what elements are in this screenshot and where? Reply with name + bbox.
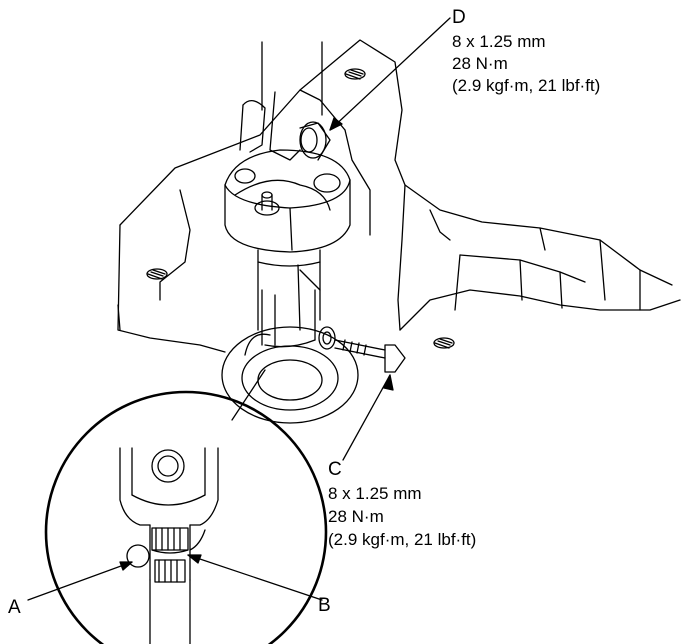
callout-d-torque: 28 N·m (452, 54, 508, 73)
upper-steering-shaft (239, 41, 323, 161)
callout-b-letter: B (318, 595, 331, 616)
bolt-c (318, 326, 406, 373)
detail-leaders (27, 554, 323, 601)
callout-c-letter: C (328, 459, 342, 480)
callout-d-letter: D (452, 7, 466, 28)
firewall-boot (221, 326, 359, 424)
zoom-leader-line (231, 369, 266, 421)
callout-d-alt-torque: (2.9 kgf·m, 21 lbf·ft) (452, 76, 601, 95)
callout-c-size: 8 x 1.25 mm (328, 484, 422, 503)
bolt-d (299, 121, 331, 161)
callout-d-size: 8 x 1.25 mm (452, 32, 546, 51)
panel-studs (146, 68, 455, 349)
lower-shaft-joint (257, 249, 321, 348)
callout-c-torque: 28 N·m (328, 507, 384, 526)
detail-circle (44, 390, 328, 644)
callout-c-alt-torque: (2.9 kgf·m, 21 lbf·ft) (328, 530, 477, 549)
flange-stud (254, 191, 280, 216)
callout-leaders (329, 17, 451, 461)
callout-a-letter: A (8, 597, 21, 618)
gearbox-flange (224, 149, 351, 253)
